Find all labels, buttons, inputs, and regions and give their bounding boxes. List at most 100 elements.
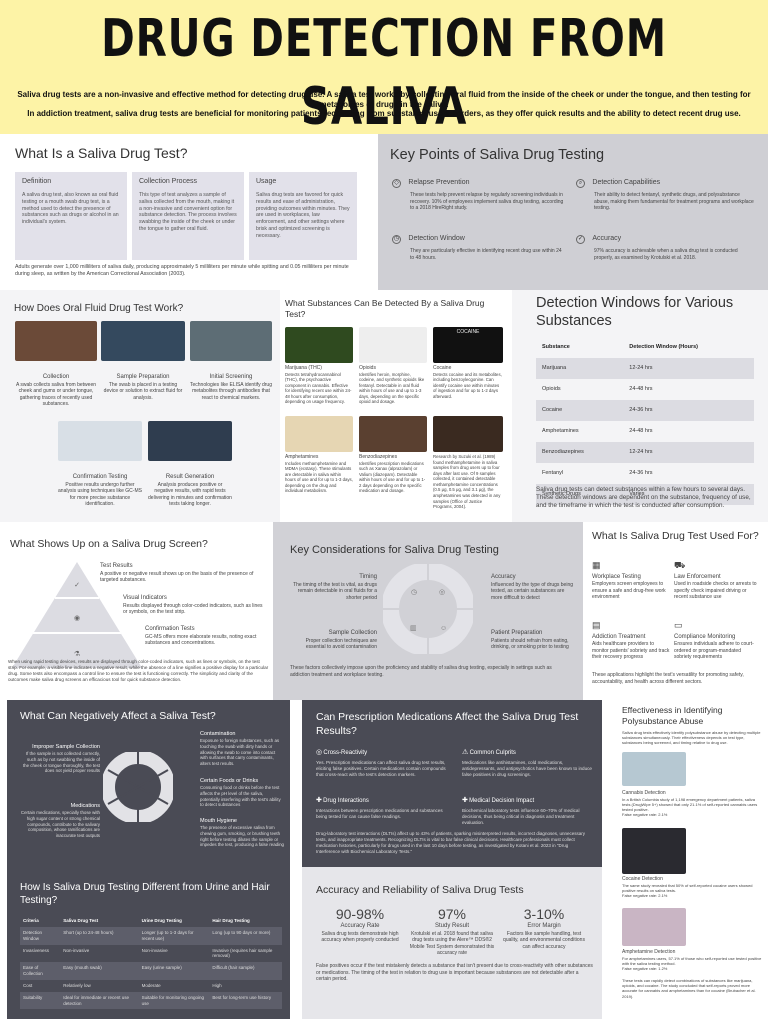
cannabis-photo xyxy=(622,752,686,786)
table-cell: Longer (up to 1-3 days for recent use) xyxy=(138,926,210,945)
confirmation-photo xyxy=(58,421,142,461)
cocaine-label: COCAINE xyxy=(456,329,480,335)
check-icon: ✓ xyxy=(576,235,585,244)
comparison-section: How Is Saliva Drug Testing Different fro… xyxy=(7,867,290,1019)
cross-reactivity-icon: ◎ xyxy=(316,749,323,756)
table-cell: Urine Drug Testing xyxy=(141,918,182,923)
marijuana-photo xyxy=(285,327,353,363)
target-icon: ◎ xyxy=(439,589,445,596)
card-text: This type of test analyzes a sample of s… xyxy=(139,192,237,232)
key-item-text: They are particularly effective in ident… xyxy=(410,248,562,261)
screen-pyramid: ✓ ◉ ⚗ xyxy=(12,562,142,668)
amphetamines-photo xyxy=(285,416,353,452)
consider-heading: Timing xyxy=(359,574,377,580)
considerations-section: Key Considerations for Saliva Drug Testi… xyxy=(273,522,583,700)
used-heading: Addiction Treatment xyxy=(592,633,646,640)
result-photo xyxy=(148,421,232,461)
research-photo xyxy=(433,416,503,452)
rx-text: Biochemical laboratory tests influence 6… xyxy=(462,807,580,825)
screen-title: What Shows Up on a Saliva Drug Screen? xyxy=(10,538,208,550)
poly-footnote: False negative rate: 2.1% xyxy=(622,892,668,898)
intro-text: Saliva drug tests are a non-invasive and… xyxy=(14,90,754,119)
collection-photo xyxy=(15,321,97,361)
magnifier-icon: ⌕ xyxy=(576,179,585,188)
substance-text: Detects cocaine and its metabolites, inc… xyxy=(433,371,502,399)
table-cell: Non-invasive xyxy=(63,947,90,953)
research-note: Research by Suzuki et al. (1989) found m… xyxy=(433,454,501,510)
building-icon: ▦ xyxy=(592,560,601,570)
table-cell: Opioids xyxy=(542,385,561,392)
polysubstance-note: These tests can rapidly detect combinati… xyxy=(622,978,756,999)
step-heading: Sample Preparation xyxy=(116,374,170,380)
page-title: DRUG DETECTION FROM SALIVA xyxy=(101,9,667,137)
considerations-title: Key Considerations for Saliva Drug Testi… xyxy=(290,544,499,556)
key-item-detection-window: ◷ Detection Window They are particularly… xyxy=(392,234,562,261)
poly-footnote: False negative rate: 1.2% xyxy=(622,965,668,971)
substances-section: What Substances Can Be Detected By a Sal… xyxy=(280,290,512,522)
neg-text: Consuming food or drinks before the test… xyxy=(200,785,281,808)
how-section: How Does Oral Fluid Drug Test Work? Coll… xyxy=(0,290,280,522)
consider-text: Influenced by the type of drugs being te… xyxy=(491,581,574,601)
document-icon: ▭ xyxy=(674,620,683,630)
pyramid-base xyxy=(12,562,142,668)
negative-wheel xyxy=(103,752,173,822)
table-cell: Easy (mouth swab) xyxy=(60,962,139,980)
patient-icon: ☺ xyxy=(440,625,447,632)
consider-text: Proper collection techniques are essenti… xyxy=(305,637,377,651)
column-header: Detection Window (Hours) xyxy=(629,343,698,350)
substance-heading: Marijuana (THC) xyxy=(285,365,322,371)
used-text: Employers screen employees to ensure a s… xyxy=(592,581,666,601)
card-text: A saliva drug test, also known as oral f… xyxy=(22,192,119,226)
saliva-note: Adults generate over 1,000 milliliters o… xyxy=(15,264,349,277)
card-heading: Collection Process xyxy=(139,178,197,185)
intro-paragraph-1: Saliva drug tests are a non-invasive and… xyxy=(17,90,751,109)
key-item-heading: Relapse Prevention xyxy=(408,179,470,186)
used-heading: Workplace Testing xyxy=(592,573,641,580)
key-item-heading: Detection Window xyxy=(408,235,465,242)
substance-heading: Opioids xyxy=(359,365,376,371)
clock-icon: ◷ xyxy=(411,589,417,596)
table-cell: Ease of Collection xyxy=(20,962,61,980)
header-banner: DRUG DETECTION FROM SALIVA Saliva drug t… xyxy=(0,0,768,137)
table-cell: 12-24 hrs xyxy=(623,442,754,463)
neg-heading: Mouth Hygiene xyxy=(200,818,237,824)
sample-prep-photo xyxy=(101,321,185,361)
key-item-text: Their ability to detect fentanyl, synthe… xyxy=(594,192,754,211)
key-item-accuracy: ✓ Accuracy 97% accuracy is achievable wh… xyxy=(576,234,756,261)
how-title: How Does Oral Fluid Drug Test Work? xyxy=(14,303,184,314)
marijuana-item: Marijuana (THC)Detects tetrahydrocannabi… xyxy=(285,365,353,405)
considerations-note: These factors collectively impose upon t… xyxy=(290,665,552,678)
negative-title: What Can Negatively Affect a Saliva Test… xyxy=(20,710,216,722)
step-text: A swab collects saliva from between chee… xyxy=(15,381,97,408)
key-points-section: Key Points of Saliva Drug Testing ◇ Rela… xyxy=(378,134,768,290)
intro-paragraph-2: In addiction treatment, saliva drug test… xyxy=(27,109,741,119)
table-cell: Criteria xyxy=(23,918,39,923)
neg-heading: Improper Sample Collection xyxy=(32,744,100,750)
table-cell: Cocaine xyxy=(536,400,624,421)
level-heading: Confirmation Tests xyxy=(145,626,195,632)
